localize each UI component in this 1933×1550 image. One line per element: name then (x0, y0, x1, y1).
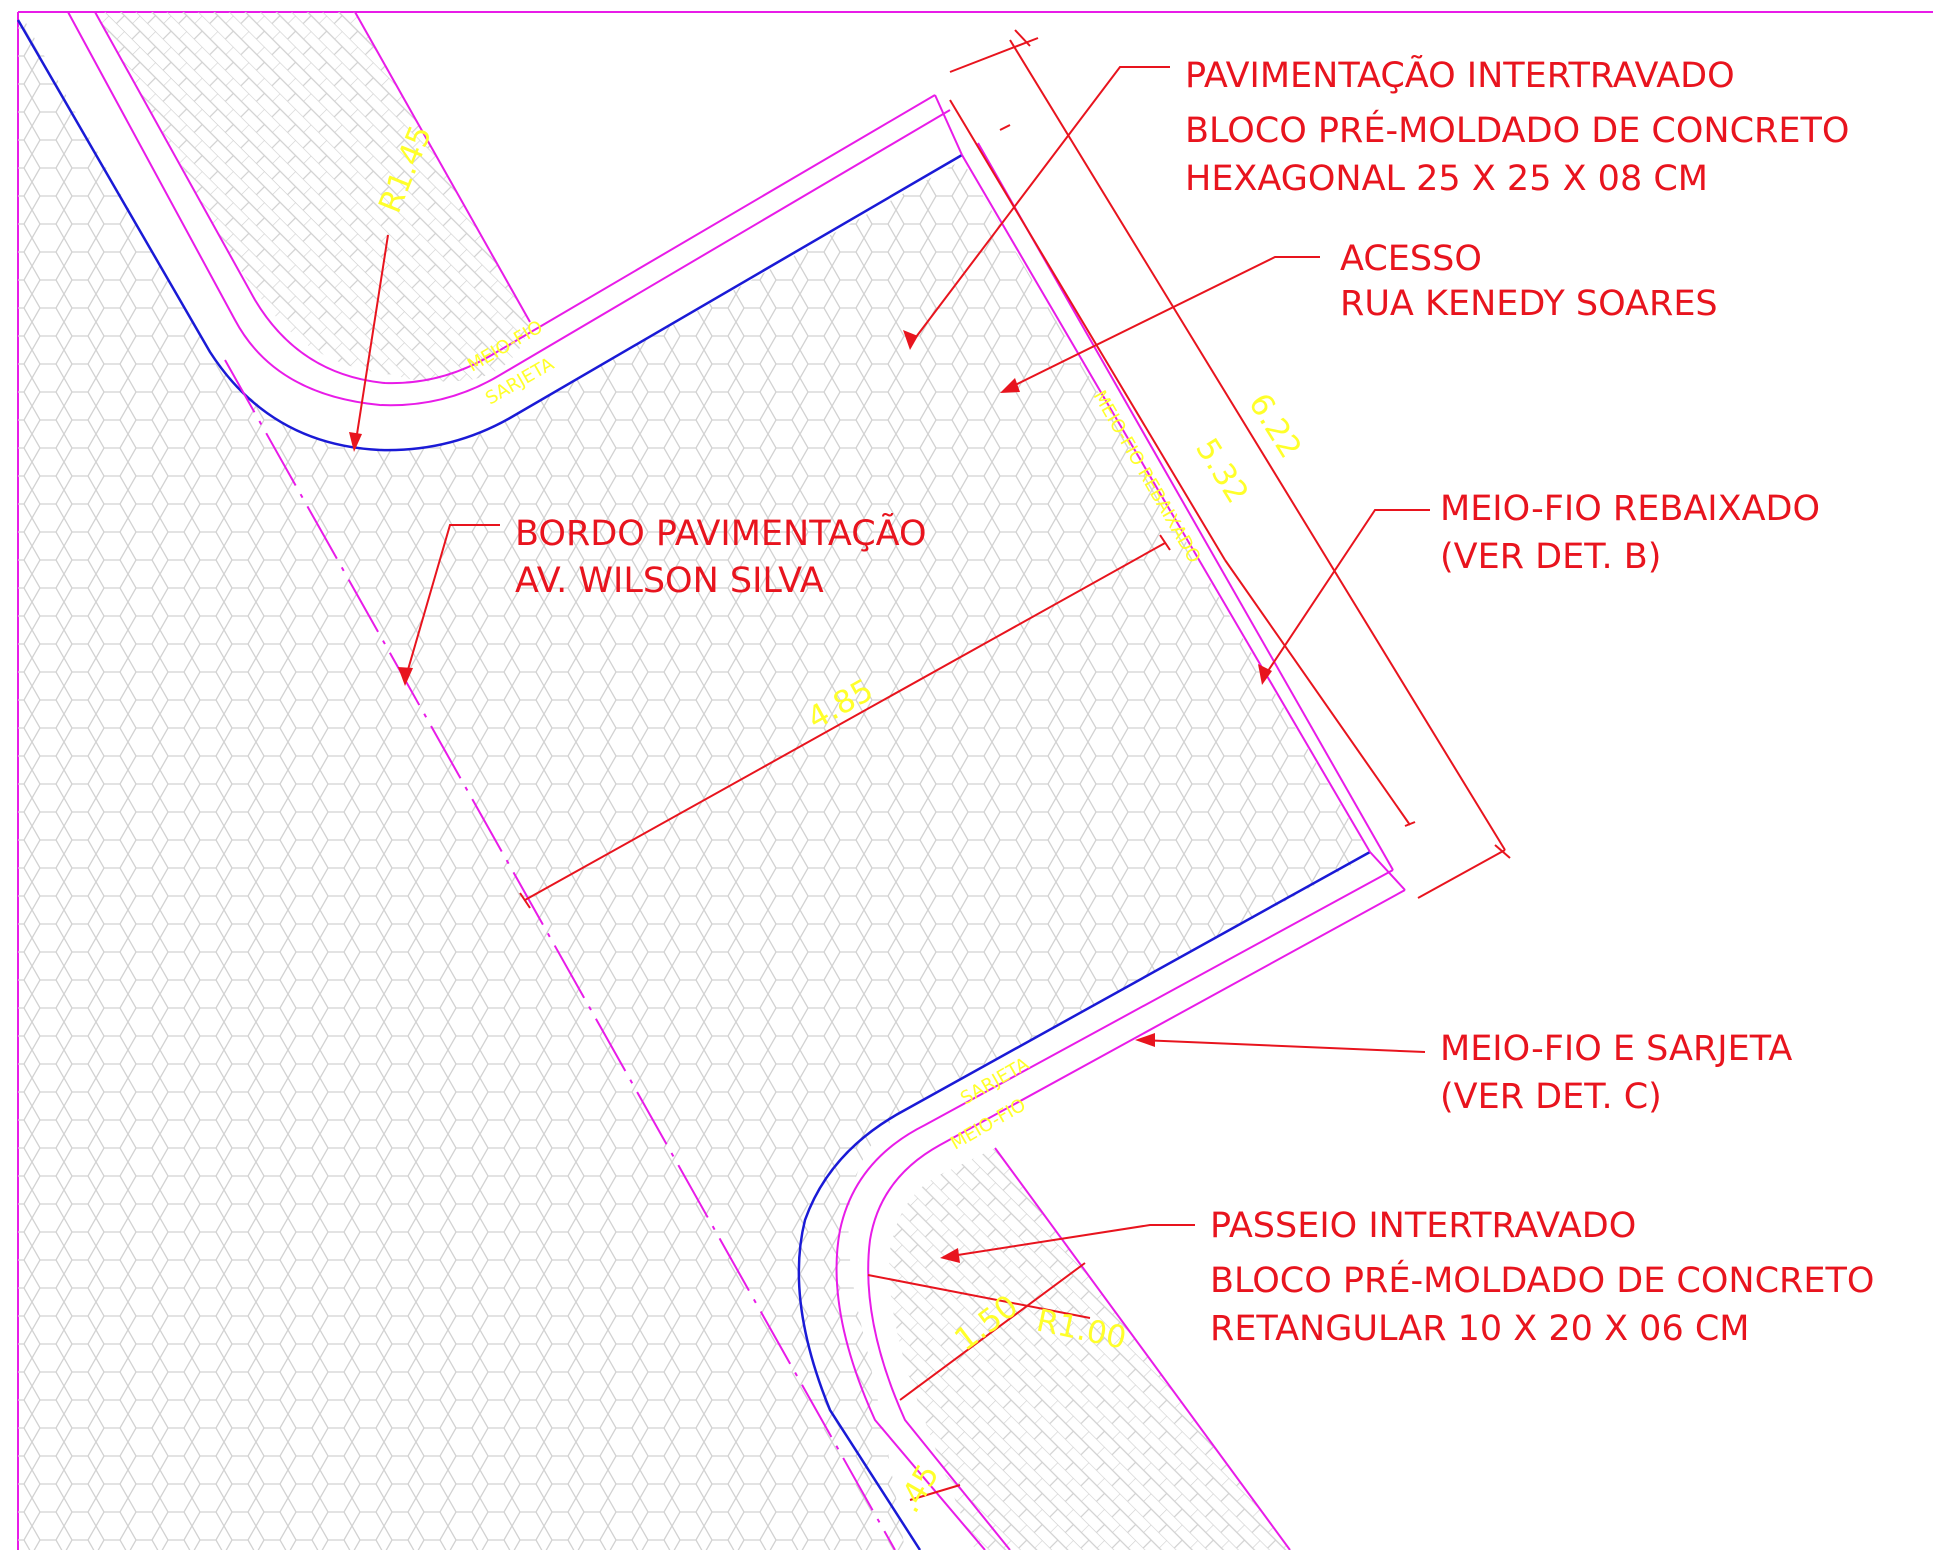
curb-lines (67, 11, 1406, 1550)
callout-meio-fio-sarjeta-line-1: MEIO-FIO E SARJETA (1440, 1029, 1792, 1069)
callout-acesso-line-2: RUA KENEDY SOARES (1340, 284, 1718, 324)
callout-meio-fio-rebaixado-line-1: MEIO-FIO REBAIXADO (1440, 489, 1820, 529)
rectangular-paving (95, 12, 1290, 1550)
dimension-622: 6.22 (1241, 387, 1308, 465)
callout-pavimentacao-line-1: PAVIMENTAÇÃO INTERTRAVADO (1185, 54, 1735, 96)
callout-arrowheads (349, 330, 1272, 1263)
callout-meio-fio-rebaixado-line-2: (VER DET. B) (1440, 537, 1661, 577)
dimension-532: 5.32 (1188, 432, 1255, 510)
callout-passeio-line-2: BLOCO PRÉ-MOLDADO DE CONCRETO (1210, 1259, 1874, 1301)
callout-pavimentacao-line-2: BLOCO PRÉ-MOLDADO DE CONCRETO (1185, 109, 1849, 151)
label-meio-fio-bottom: MEIO-FIO (947, 1095, 1030, 1155)
callout-pavimentacao-line-3: HEXAGONAL 25 X 25 X 08 CM (1185, 159, 1708, 199)
callout-passeio-line-1: PASSEIO INTERTRAVADO (1210, 1206, 1636, 1246)
dimension-lines (519, 29, 1511, 1501)
callout-bordo-line-1: BORDO PAVIMENTAÇÃO (515, 512, 927, 554)
hexagonal-paving (18, 12, 1370, 1550)
callout-pavimentacao: PAVIMENTAÇÃO INTERTRAVADO BLOCO PRÉ-MOLD… (1185, 54, 1849, 199)
callout-acesso: ACESSO RUA KENEDY SOARES (1340, 239, 1718, 324)
callout-passeio: PASSEIO INTERTRAVADO BLOCO PRÉ-MOLDADO D… (1210, 1206, 1874, 1349)
callout-acesso-line-1: ACESSO (1340, 239, 1482, 279)
callout-meio-fio-sarjeta: MEIO-FIO E SARJETA (VER DET. C) (1440, 1029, 1792, 1117)
pavement-edge (16, 19, 1371, 1550)
callout-bordo-line-2: AV. WILSON SILVA (515, 561, 824, 601)
callout-passeio-line-3: RETANGULAR 10 X 20 X 06 CM (1210, 1309, 1749, 1349)
callout-leaders (354, 66, 1430, 1258)
callout-bordo: BORDO PAVIMENTAÇÃO AV. WILSON SILVA (515, 512, 927, 601)
callout-meio-fio-rebaixado: MEIO-FIO REBAIXADO (VER DET. B) (1440, 489, 1820, 577)
dimension-045: .45 (891, 1458, 947, 1519)
callout-meio-fio-sarjeta-line-2: (VER DET. C) (1440, 1077, 1662, 1117)
